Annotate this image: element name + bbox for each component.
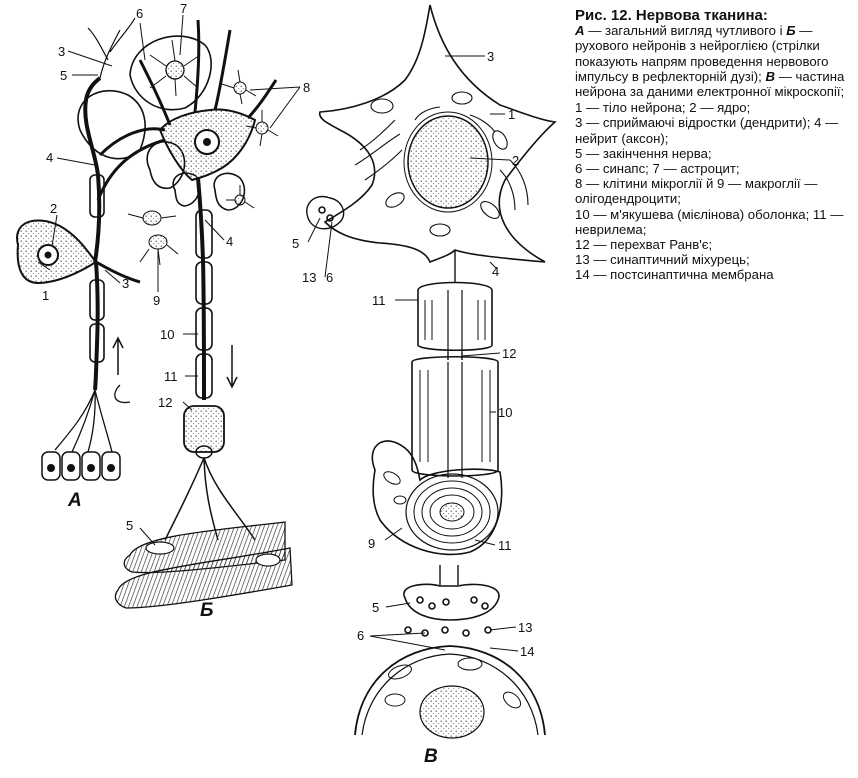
panel-b-motor-neuron (77, 19, 293, 609)
panel-a-sensory-neuron (16, 17, 141, 481)
caption-intro-part: — рухового нейронів з нейроглією (стрілк… (575, 23, 829, 84)
label-4-b: 4 (226, 234, 233, 249)
label-1-v: 1 (508, 107, 515, 122)
legend-line: 14 — постсинаптична мембрана (575, 267, 774, 283)
label-8: 8 (303, 80, 310, 95)
muscle-fiber-lower (114, 547, 293, 609)
caption-title: Рис. 12. Нервова тканина: (575, 7, 768, 24)
panel-label-a: А (67, 490, 82, 511)
label-5-v2: 5 (372, 600, 379, 615)
label-6: 6 (136, 6, 143, 21)
label-11-b: 11 (164, 369, 178, 384)
label-13-v: 13 (302, 270, 316, 285)
label-2-a: 2 (50, 201, 57, 216)
astrocyte (165, 60, 185, 80)
label-14-v: 14 (520, 644, 534, 659)
em-schwann-cell (371, 440, 503, 556)
legend-line: 13 — синаптичний міхурець; (575, 252, 750, 268)
diagram-labels: 3 5 4 2 1 3 6 7 8 4 9 10 11 12 5 3 1 2 5… (42, 1, 534, 767)
label-6-v: 6 (326, 270, 333, 285)
label-2-v: 2 (512, 153, 519, 168)
label-11-v2: 11 (498, 538, 512, 553)
label-6-v2: 6 (357, 628, 364, 643)
label-10-v: 10 (498, 405, 512, 420)
legend-line: 6 — синапс; 7 — астроцит; (575, 161, 740, 177)
legend-line: 8 — клітини мікроглії й 9 — макроглії — … (575, 176, 818, 207)
legend-line: 10 — м'якушева (мієлінова) оболонка; 11 … (575, 206, 844, 237)
caption-intro: А — загальний вигляд чутливого і Б — рух… (575, 23, 853, 99)
panel-v-electron-microscopy (306, 4, 557, 739)
caption-intro-part: — частина нейрона за даними електронної … (575, 68, 845, 100)
label-5-b: 5 (126, 518, 133, 533)
label-3-a2: 3 (122, 276, 129, 291)
legend-line: 5 — закінчення нерва; (575, 145, 712, 161)
label-4-a: 4 (46, 150, 53, 165)
caption-intro-part: Б (786, 23, 796, 39)
em-nucleus (407, 115, 489, 209)
label-7: 7 (180, 1, 187, 16)
em-presynaptic-terminal (403, 583, 500, 621)
label-9-v: 9 (368, 536, 375, 551)
label-12-b: 12 (158, 395, 172, 410)
oligodendrocytes (127, 210, 179, 266)
legend-line: 3 — сприймаючі відростки (дендрити); 4 —… (575, 115, 839, 146)
label-4-v: 4 (492, 264, 499, 279)
label-5-a: 5 (60, 68, 67, 83)
label-12-v: 12 (502, 346, 516, 361)
caption-intro-part: А (575, 23, 585, 39)
impulse-arrow-up (112, 336, 124, 375)
label-11-v: 11 (372, 293, 386, 308)
impulse-arrow-down (226, 345, 238, 389)
caption-intro-part: В (765, 68, 776, 84)
label-5-v: 5 (292, 236, 299, 251)
label-10-b: 10 (160, 327, 174, 342)
label-3-v: 3 (487, 49, 494, 64)
figure-caption: Рис. 12. Нервова тканина: А — загальний … (575, 8, 853, 283)
label-9-b: 9 (153, 293, 160, 308)
em-myelin-lower (411, 355, 499, 477)
em-cell-body (318, 4, 557, 264)
caption-intro-part: — загальний вигляд чутливого і (584, 23, 787, 39)
label-1-a: 1 (42, 288, 49, 303)
legend-line: 12 — перехват Ранв'є; (575, 237, 713, 253)
panel-label-b: Б (200, 600, 213, 621)
label-3-a: 3 (58, 44, 65, 59)
neuron-diagram: 3 5 4 2 1 3 6 7 8 4 9 10 11 12 5 3 1 2 5… (16, 1, 557, 767)
em-myelin-upper (417, 281, 493, 352)
em-postsynaptic-cell (354, 645, 546, 736)
leader-lines (37, 14, 519, 652)
legend-line: 1 — тіло нейрона; 2 — ядро; (575, 100, 751, 116)
panel-label-v: В (424, 746, 438, 767)
label-13-v2: 13 (518, 620, 532, 635)
